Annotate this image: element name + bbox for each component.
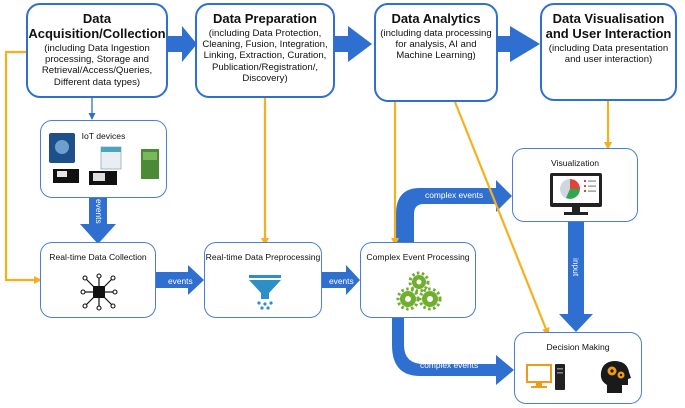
- stage-title: Data Preparation: [212, 11, 318, 26]
- stage-data-analytics: Data Analytics (including data processin…: [374, 3, 498, 102]
- realtime-preprocessing-box: Real-time Data Preprocessing: [204, 242, 322, 318]
- node-title: Real-time Data Collection: [49, 252, 147, 262]
- decision-making-box: Decision Making: [514, 332, 642, 404]
- stage-title: Data Acquisition/Collection: [28, 11, 166, 41]
- preprocess-to-cep-arrow: [322, 265, 360, 295]
- stage-title: Data Analytics: [391, 11, 481, 26]
- computer-icon: [526, 364, 565, 390]
- stage-title: Data Visualisation and User Interaction: [545, 11, 672, 41]
- events-label: events: [94, 199, 104, 224]
- stage-data-acquisition: Data Acquisition/Collection (including D…: [26, 3, 168, 98]
- events-label: events: [329, 276, 354, 286]
- node-title: Real-time Data Preprocessing: [205, 252, 321, 262]
- stage-arrow-1: [168, 26, 197, 62]
- head-gears-icon: [600, 361, 631, 393]
- iot-devices-icon: [49, 133, 159, 185]
- analytics-to-decision-line: [453, 101, 550, 336]
- stage-description: (including Data Protection, Cleaning, Fu…: [202, 28, 328, 84]
- funnel-icon: [249, 275, 281, 310]
- collection-to-preprocess-arrow: [156, 265, 204, 295]
- complex-events-label: complex events: [420, 360, 479, 370]
- visualization-box: Visualization: [512, 148, 638, 222]
- node-title: Complex Event Processing: [366, 252, 470, 262]
- stage-arrow-2: [335, 26, 372, 62]
- node-title: Decision Making: [546, 342, 610, 352]
- events-label: events: [168, 276, 193, 286]
- stage-arrow-3: [498, 26, 540, 62]
- node-title: Visualization: [550, 158, 600, 168]
- visualization-to-decision-arrow: [559, 222, 593, 332]
- realtime-collection-box: Real-time Data Collection: [40, 242, 156, 318]
- chip-network-icon: [80, 273, 118, 311]
- complex-events-label: complex events: [425, 190, 484, 200]
- stage-data-preparation: Data Preparation (including Data Protect…: [195, 3, 335, 98]
- iot-devices-box: IoT devices: [40, 120, 167, 198]
- stage-description: (including Data Ingestion processing, St…: [41, 43, 153, 88]
- gears-icon: [396, 271, 442, 311]
- complex-event-processing-box: Complex Event Processing: [360, 242, 476, 318]
- node-title: IoT devices: [81, 131, 126, 141]
- iot-to-collection-arrow: [80, 197, 116, 244]
- stage-description: (including Data presentation and user in…: [548, 43, 669, 66]
- stage-data-visualisation: Data Visualisation and User Interaction …: [540, 3, 677, 101]
- stage-description: (including data processing for analysis,…: [380, 28, 492, 62]
- cep-to-decision-arrow: [392, 318, 514, 385]
- input-label: input: [571, 258, 581, 277]
- monitor-chart-icon: [550, 173, 602, 215]
- cep-to-visualization-arrow: [396, 180, 512, 246]
- acq-feed-line: [4, 50, 42, 284]
